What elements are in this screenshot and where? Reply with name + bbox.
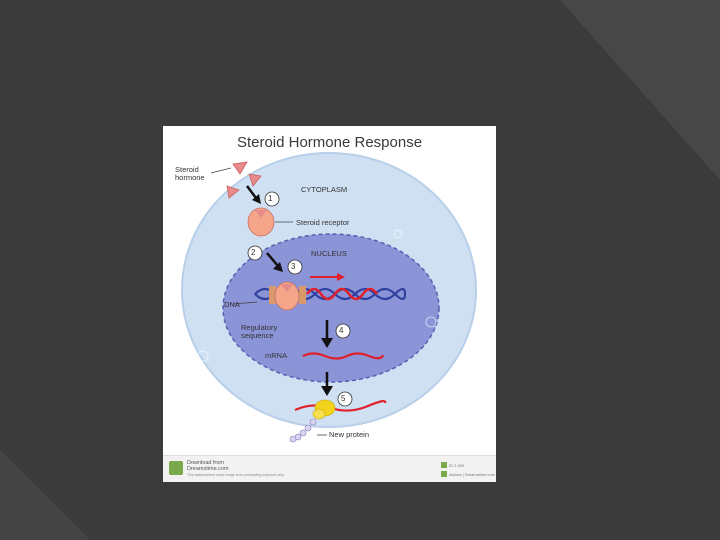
arrow-step-4 xyxy=(321,338,333,348)
step-1-number: 1 xyxy=(268,194,273,203)
id-square-icon xyxy=(441,462,447,468)
step-3-number: 3 xyxy=(291,262,296,271)
label-steroid-receptor: Steroid receptor xyxy=(296,218,350,227)
label-steroid-hormone: Steroid hormone xyxy=(175,165,205,182)
mrna-nucleus xyxy=(302,352,385,360)
step-1-circle xyxy=(264,191,280,207)
label-nucleus: NUCLEUS xyxy=(311,249,347,258)
step-5-number: 5 xyxy=(341,394,346,403)
credit-text: Aldona | Dreamstime.com xyxy=(449,472,495,477)
steroid-hormone-diagram: Steroid Hormone Response Steroid hormone… xyxy=(163,126,496,482)
step-4-circle xyxy=(335,323,351,339)
arrow-step-2 xyxy=(273,262,283,272)
nucleus-shape xyxy=(222,233,440,383)
credit-square-icon xyxy=(441,471,447,477)
label-dna: DNA xyxy=(224,300,240,309)
step-4-number: 4 xyxy=(339,326,344,335)
label-regulatory-sequence: Regulatory sequence xyxy=(241,323,278,340)
step-2-circle xyxy=(247,245,263,261)
step-3-circle xyxy=(287,259,303,275)
id-text: ID 2.900 xyxy=(449,463,465,468)
watermark-footer: Download from Dreamstime.com This waterm… xyxy=(163,455,496,482)
footer-small-text: This watermarked comp image is for previ… xyxy=(187,473,285,477)
download-text: Download from Dreamstime.com xyxy=(187,460,229,472)
rna-strand xyxy=(306,287,378,301)
arrow-step-5 xyxy=(321,386,333,396)
diagram-title: Steroid Hormone Response xyxy=(236,134,423,151)
label-cytoplasm: CYTOPLASM xyxy=(301,185,348,194)
new-protein-chain xyxy=(289,418,317,443)
step-2-number: 2 xyxy=(251,248,256,257)
hormone-triangle xyxy=(226,185,240,199)
label-mrna: mRNA xyxy=(265,351,288,360)
receptor-dna-complex xyxy=(274,281,300,311)
hormone-triangle xyxy=(232,161,248,175)
step-5-circle xyxy=(337,391,353,407)
dreamstime-logo-icon xyxy=(169,461,183,475)
arrow-step-1 xyxy=(252,194,261,204)
transcription-arrow xyxy=(337,273,345,281)
mrna-cytoplasm xyxy=(294,399,387,412)
label-new-protein: New protein xyxy=(329,430,370,439)
steroid-receptor xyxy=(247,207,275,237)
hormone-triangle xyxy=(248,173,262,187)
hormone-pointer-line xyxy=(210,167,232,174)
